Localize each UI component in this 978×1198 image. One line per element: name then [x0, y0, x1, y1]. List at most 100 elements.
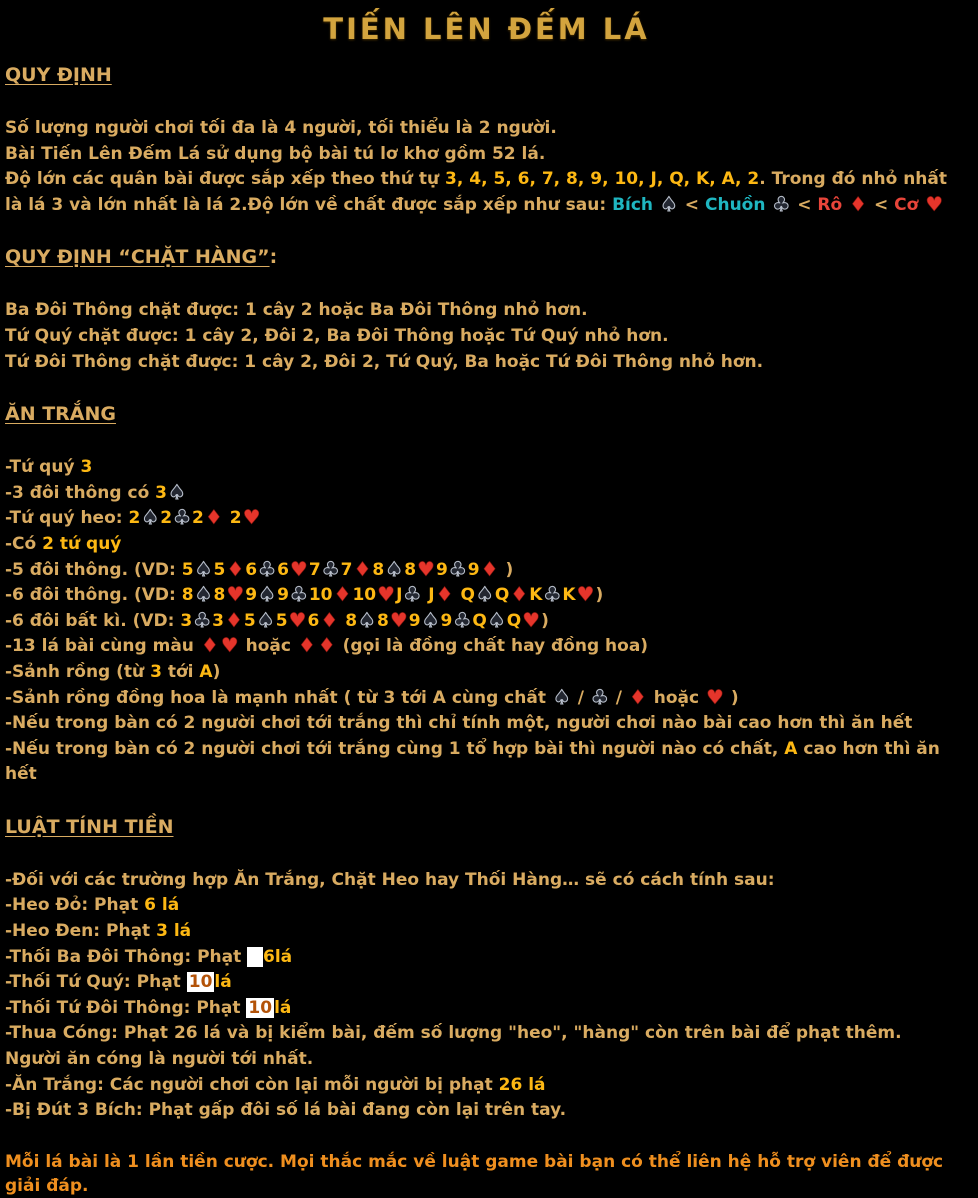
rule-line: -Thối Ba Đôi Thông: Phạt 6lá: [5, 945, 968, 971]
text-run: 10: [246, 997, 275, 1018]
rule-line: -Đối với các trường hợp Ăn Trắng, Chặt H…: [5, 868, 968, 894]
text-run: -Tứ quý: [5, 457, 81, 478]
text-run: -Nếu trong bàn có 2 người chơi tới trắng…: [5, 713, 913, 734]
text-run: ): [595, 585, 604, 606]
text-run: 8: [181, 585, 194, 606]
text-run: -Thua Cóng: Phạt 26 lá và bị kiểm bài, đ…: [5, 1023, 902, 1044]
text-run: 9: [245, 585, 258, 606]
page-title: TIẾN LÊN ĐẾM LÁ: [323, 12, 650, 46]
section-body: -Tứ quý 3-3 đôi thông có 3♠-Tứ quý heo: …: [5, 455, 968, 788]
rule-line: Người ăn cóng là người tới nhất.: [5, 1047, 968, 1073]
text-run: J: [428, 585, 435, 606]
text-run: -Sảnh rồng đồng hoa là mạnh nhất ( từ 3 …: [5, 687, 552, 708]
text-run: ): [499, 559, 514, 580]
text-run: 10: [308, 585, 333, 606]
sections-container: QUY ĐỊNH Số lượng người chơi tối đa là 4 …: [5, 62, 968, 1124]
text-run: lá: [214, 972, 232, 993]
text-run: 2 tứ quý: [42, 533, 122, 554]
rule-line: -Tứ quý 3: [5, 455, 968, 481]
text-run: 5: [275, 610, 288, 631]
text-run: <: [791, 194, 818, 215]
rule-line: -Bị Đút 3 Bích: Phạt gấp đôi số lá bài đ…: [5, 1098, 968, 1124]
rules-section: QUY ĐỊNH Số lượng người chơi tối đa là 4 …: [5, 62, 968, 218]
rule-line: Tứ Quý chặt được: 1 cây 2, Đôi 2, Ba Đôi…: [5, 324, 968, 350]
text-run: 2: [229, 508, 242, 529]
text-run: 3: [155, 482, 168, 503]
rule-line: -Nếu trong bàn có 2 người chơi tới trắng…: [5, 737, 968, 788]
section-heading: QUY ĐỊNH: [5, 62, 968, 89]
rule-line: -5 đôi thông. (VD: 5♠5♦6♣6♥7♣7♦8♠8♥9♣9♦ …: [5, 558, 968, 584]
section-body: Số lượng người chơi tối đa là 4 người, t…: [5, 116, 968, 218]
text-run: 8: [213, 585, 226, 606]
rule-line: Ba Đôi Thông chặt được: 1 cây 2 hoặc Ba …: [5, 298, 968, 324]
text-run: lá: [274, 997, 292, 1018]
section-heading-text: ĂN TRẮNG: [5, 403, 117, 426]
text-run: Cơ: [894, 194, 925, 215]
section-heading: LUẬT TÍNH TIỀN: [5, 814, 968, 841]
text-run: Chuồn: [704, 194, 772, 215]
club-icon: ♣: [403, 582, 422, 607]
diamond-icon: ♦: [200, 633, 220, 658]
heart-icon: ♥: [576, 582, 595, 607]
text-run: Người ăn cóng là người tới nhất.: [5, 1049, 314, 1070]
spade-icon: ♠: [194, 556, 213, 581]
text-run: hoặc: [647, 687, 705, 708]
diamond-icon: ♦: [320, 607, 339, 632]
diamond-icon: ♦: [628, 684, 648, 709]
club-icon: ♣: [258, 556, 277, 581]
text-run: -Heo Đỏ: Phạt: [5, 895, 145, 916]
text-run: Tứ Quý chặt được: 1 cây 2, Đôi 2, Ba Đôi…: [5, 325, 669, 346]
text-run: /: [609, 687, 628, 708]
text-run: 5: [243, 610, 256, 631]
rule-line: -13 lá bài cùng màu ♦♥ hoặc ♦♦ (gọi là đ…: [5, 634, 968, 660]
text-run: 26 lá: [498, 1074, 546, 1095]
text-run: Độ lớn các quân bài được sắp xếp theo th…: [5, 169, 446, 190]
heart-icon: ♥: [288, 607, 307, 632]
club-icon: ♣: [448, 556, 467, 581]
text-run: Q: [472, 610, 487, 631]
diamond-icon: ♦: [226, 556, 245, 581]
text-run: lá: [274, 946, 293, 967]
text-run: -Bị Đút 3 Bích: Phạt gấp đôi số lá bài đ…: [5, 1100, 567, 1121]
rules-section: LUẬT TÍNH TIỀN -Đối với các trường hợp Ăn…: [5, 814, 968, 1124]
text-run: -Có: [5, 533, 43, 554]
text-run: -6 đôi bất kì. (VD:: [5, 610, 181, 631]
diamond-icon: ♦: [317, 633, 336, 658]
text-run: Số lượng người chơi tối đa là 4 người, t…: [5, 118, 557, 138]
club-icon: ♣: [772, 191, 791, 216]
section-body: Ba Đôi Thông chặt được: 1 cây 2 hoặc Ba …: [5, 298, 968, 375]
text-run: 7: [308, 559, 321, 580]
text-run: <: [678, 194, 705, 215]
heart-icon: ♥: [226, 582, 245, 607]
text-run: ): [541, 610, 549, 631]
text-run: 3: [150, 661, 162, 682]
spade-icon: ♠: [487, 607, 506, 632]
spade-icon: ♠: [194, 582, 213, 607]
text-run: 3, 4, 5, 6, 7, 8, 9, 10, J, Q, K, A, 2: [445, 169, 760, 190]
text-run: 10: [352, 585, 377, 606]
diamond-icon: ♦: [333, 582, 352, 607]
text-run: Q: [506, 610, 522, 631]
text-run: 9: [467, 559, 480, 580]
text-run: -Thối Ba Đôi Thông: Phạt: [5, 946, 248, 967]
text-run: Bích: [612, 194, 659, 215]
text-run: . Trong đó nhỏ nhất là lá 3 và lớn nhất …: [5, 169, 947, 215]
heart-icon: ♥: [417, 556, 436, 581]
diamond-icon: ♦: [204, 505, 224, 530]
rule-line: -6 đôi thông. (VD: 8♠8♥9♠9♣10♦10♥J♣ J♦ Q…: [5, 583, 968, 609]
text-run: 2: [160, 508, 173, 529]
section-body: -Đối với các trường hợp Ăn Trắng, Chặt H…: [5, 868, 968, 1124]
diamond-icon: ♦: [435, 582, 454, 607]
diamond-icon: ♦: [297, 633, 317, 658]
text-run: (gọi là đồng chất hay đồng hoa): [336, 636, 649, 657]
text-run: A: [784, 738, 798, 759]
diamond-icon: ♦: [224, 607, 244, 632]
club-icon: ♣: [289, 582, 308, 607]
rule-line: -Nếu trong bàn có 2 người chơi tới trắng…: [5, 711, 968, 737]
text-run: 8: [345, 610, 358, 631]
text-run: -Ăn Trắng: Các người chơi còn lại mỗi ng…: [5, 1074, 499, 1095]
text-run: 3 lá: [156, 921, 192, 942]
